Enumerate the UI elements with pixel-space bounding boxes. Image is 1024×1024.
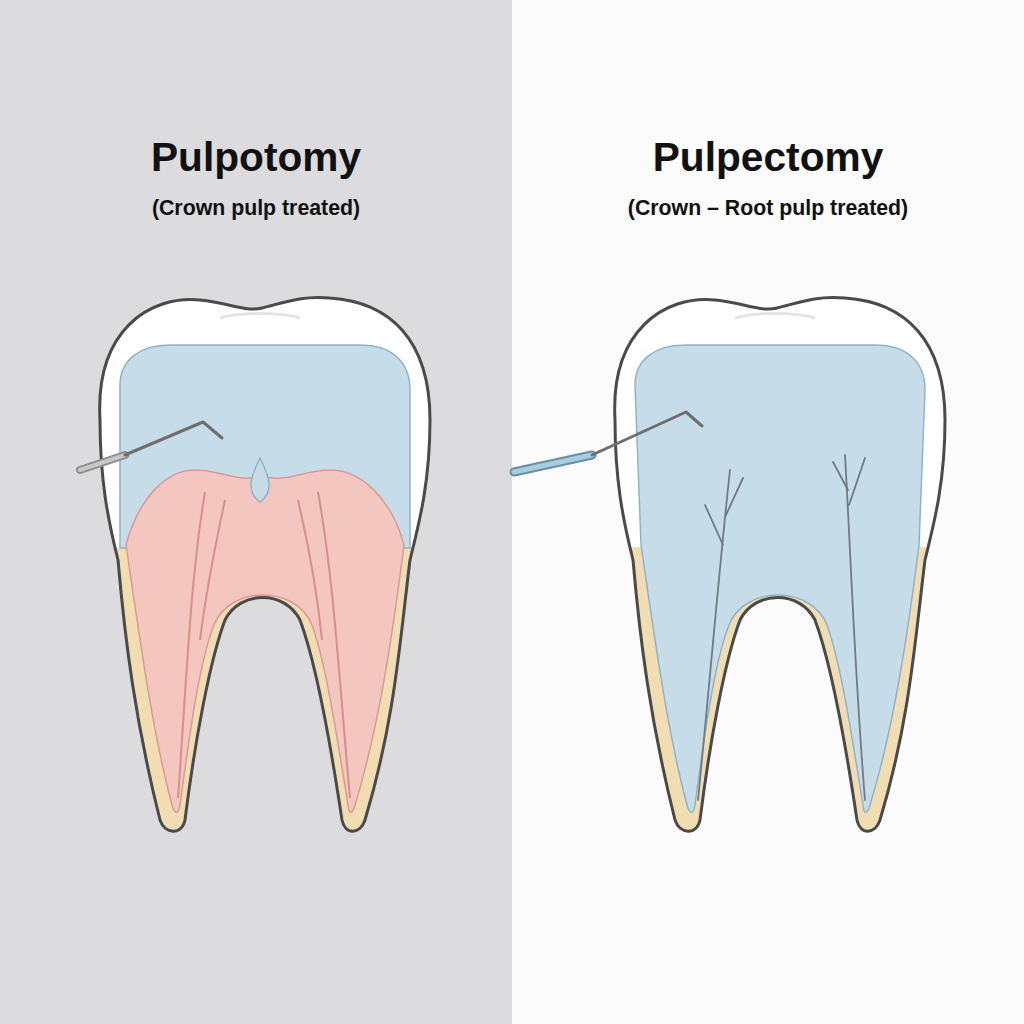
crown-pulp-chamber <box>120 345 410 548</box>
crown-highlight <box>220 314 300 319</box>
pulpotomy-tooth <box>90 280 440 831</box>
dental-file <box>514 412 702 472</box>
tooth-outline <box>100 297 430 831</box>
panel-subtitle: (Crown – Root pulp treated) <box>512 196 1024 222</box>
panel: Pulpotomy (Crown pulp treated) <box>0 0 512 1024</box>
pulpectomy-tooth <box>605 280 955 831</box>
panel: Pulpectomy (Crown – Root pulp treated) <box>512 0 1024 1024</box>
root-canals <box>178 492 350 798</box>
root-pulp <box>126 470 404 813</box>
panel-subtitle: (Crown pulp treated) <box>0 196 512 222</box>
dentin <box>615 297 945 831</box>
tooth-outline <box>615 297 945 831</box>
dentin <box>100 297 430 831</box>
enamel <box>605 280 955 552</box>
pulp-drop <box>251 458 269 502</box>
panel-heading: Pulpectomy <box>512 133 1024 182</box>
enamel <box>90 280 440 552</box>
panel-heading: Pulpotomy <box>0 133 512 182</box>
filled-pulp <box>635 345 925 813</box>
crown-highlight <box>735 314 815 319</box>
dental-probe <box>80 422 222 470</box>
canal-lines <box>698 455 865 800</box>
